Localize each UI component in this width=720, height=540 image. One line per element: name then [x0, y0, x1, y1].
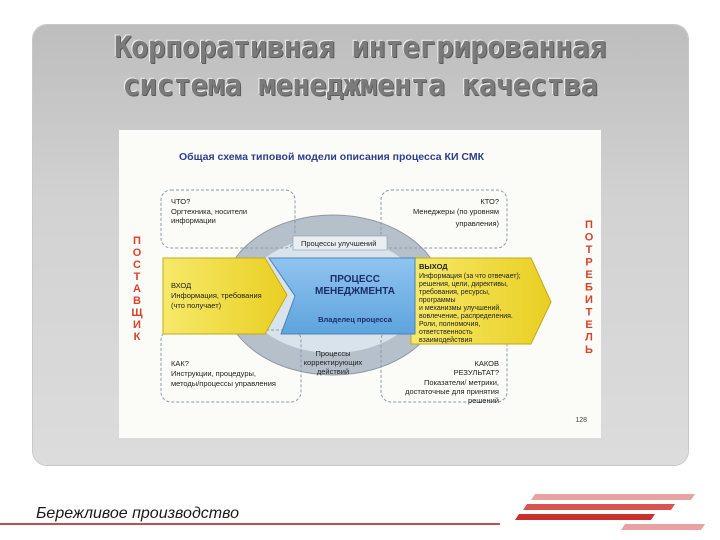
- vertical-letter: В: [133, 295, 141, 307]
- output-line-3: требования, ресурсы,: [419, 288, 490, 296]
- vertical-letter: И: [585, 294, 593, 306]
- result-line-3: решений: [468, 396, 499, 405]
- output-line-5: и механизмы улучшений,: [419, 304, 501, 312]
- improve-label-box: [292, 235, 388, 251]
- center-process: [268, 257, 416, 335]
- vertical-letter: Л: [585, 332, 593, 344]
- center-owner: Владелец процесса: [318, 315, 393, 324]
- output-line-9: взаимодействия: [419, 336, 472, 344]
- vertical-letter: С: [133, 259, 141, 271]
- corrective-label: Процессы корректирующих действий: [304, 349, 363, 376]
- output-line-2: решения, цели, директивы,: [419, 281, 508, 288]
- input-line-1: Информация, требования: [171, 291, 262, 300]
- footer-divider: [0, 523, 500, 525]
- process-diagram: Общая схема типовой модели описания проц…: [131, 151, 594, 424]
- corrective-line-3: действий: [317, 367, 349, 376]
- result-line-2: достаточные для принятия: [405, 387, 499, 396]
- input-arrow: [162, 257, 288, 335]
- vertical-letter: О: [133, 247, 142, 259]
- vertical-letter: К: [134, 331, 141, 343]
- output-line-7: Роли, полномочия,: [419, 321, 480, 328]
- vertical-letter: Т: [134, 271, 141, 283]
- what-line-2: информации: [171, 216, 216, 225]
- input-line-2: (что получает): [171, 301, 222, 310]
- output-line-1: Информация (за что отвечает);: [419, 273, 521, 280]
- who-title: КТО?: [480, 197, 499, 206]
- vertical-letter: П: [585, 219, 593, 231]
- output-line-4: программы: [419, 297, 456, 304]
- result-title-2: РЕЗУЛЬТАТ?: [454, 368, 499, 377]
- who-box: [380, 189, 508, 249]
- vertical-letter: И: [133, 319, 141, 331]
- diagram-heading: Общая схема типовой модели описания проц…: [179, 151, 485, 163]
- title-line-2: система менеджмента качества: [122, 68, 598, 102]
- vertical-letter: А: [133, 283, 141, 295]
- vertical-letter: Е: [585, 269, 592, 281]
- what-line-1: Оргтехника, носители: [171, 207, 247, 216]
- diagram-image: Общая схема типовой модели описания проц…: [119, 130, 601, 438]
- vertical-letter: Т: [586, 307, 593, 319]
- how-title: КАК?: [171, 359, 189, 368]
- vertical-letter: Т: [586, 244, 593, 256]
- how-line-2: методы/процессы управления: [171, 379, 276, 388]
- company-logo: [515, 494, 705, 530]
- title-line-1: Корпоративная интегрированная: [114, 30, 606, 64]
- who-line-1: Менеджеры (по уровням: [413, 207, 499, 216]
- input-title: ВХОД: [171, 281, 191, 290]
- vertical-letter: Ь: [585, 344, 593, 356]
- vertical-letter: Е: [585, 319, 592, 331]
- footer-text: Бережливое производство: [36, 505, 240, 522]
- output-title: ВЫХОД: [419, 262, 448, 271]
- vertical-letter: П: [133, 235, 141, 247]
- improve-label: Процессы улучшений: [301, 239, 376, 248]
- what-box: [160, 189, 296, 249]
- vertical-letter: Щ: [131, 307, 143, 319]
- center-title-2: МЕНЕДЖМЕНТА: [315, 286, 395, 297]
- vertical-letter: Б: [585, 282, 593, 294]
- vertical-letter: О: [585, 232, 594, 244]
- output-line-6: вовлечение, распределения.: [419, 313, 513, 320]
- what-title: ЧТО?: [171, 197, 190, 206]
- slide-title: Корпоративная интегрированная система ме…: [40, 28, 680, 104]
- corrective-line-2: корректирующих: [304, 358, 363, 367]
- result-line-1: Показатели/ метрики,: [424, 378, 499, 387]
- center-title-1: ПРОЦЕСС: [330, 274, 380, 285]
- page-number: 128: [575, 417, 587, 424]
- vertical-letter: Р: [585, 257, 592, 269]
- how-line-1: Инструкции, процедуры,: [171, 369, 256, 378]
- result-title-1: КАКОВ: [475, 359, 500, 368]
- who-line-2: управления): [456, 219, 500, 228]
- corrective-line-1: Процессы: [315, 349, 350, 358]
- output-line-8: ответственность: [419, 329, 473, 336]
